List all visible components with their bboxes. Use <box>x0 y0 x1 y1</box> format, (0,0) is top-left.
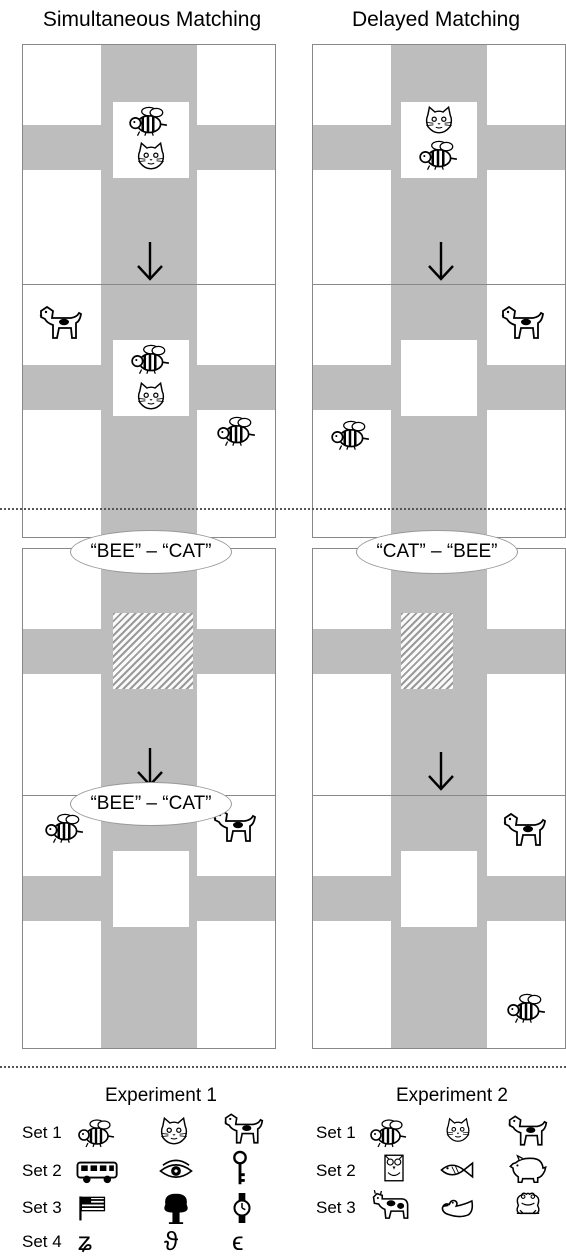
cat-icon <box>158 1116 190 1146</box>
bee-icon <box>215 415 257 447</box>
duck-icon <box>438 1194 478 1220</box>
set-label: Set 3 <box>22 1198 62 1218</box>
experiment-1-title: Experiment 1 <box>105 1085 217 1107</box>
delayed-test-panel <box>312 284 566 538</box>
simultaneous-verbal-test-panel <box>22 795 276 1049</box>
set-label: Set 2 <box>316 1161 356 1181</box>
bee-icon <box>329 419 371 451</box>
delayed-matching-title: Delayed Matching <box>296 8 566 32</box>
watch-icon <box>232 1190 252 1226</box>
section-divider <box>0 508 566 510</box>
symbol-glyph: ϑ <box>164 1228 178 1254</box>
bee-icon <box>129 343 171 375</box>
key-icon <box>230 1150 250 1188</box>
down-arrow-icon <box>135 240 165 282</box>
flag-icon <box>76 1194 108 1222</box>
speech-bubble: “CAT” – “BEE” <box>356 530 518 574</box>
set-label: Set 1 <box>22 1123 62 1143</box>
bee-icon <box>505 992 547 1024</box>
speech-bubble: “BEE” – “CAT” <box>70 782 232 826</box>
section-divider <box>0 1066 566 1068</box>
set-label: Set 4 <box>22 1232 62 1252</box>
bus-icon <box>74 1157 122 1185</box>
down-arrow-icon <box>426 746 456 796</box>
bee-icon <box>76 1118 116 1148</box>
simultaneous-test-panel <box>22 284 276 538</box>
pig-icon <box>508 1154 548 1184</box>
dog-icon <box>506 1112 550 1150</box>
tree-icon <box>160 1190 192 1226</box>
set-label: Set 2 <box>22 1161 62 1181</box>
experiment-2-title: Experiment 2 <box>396 1085 508 1107</box>
down-arrow-icon <box>426 240 456 282</box>
cow-icon <box>370 1188 412 1222</box>
bee-icon <box>127 105 169 137</box>
simultaneous-matching-title: Simultaneous Matching <box>12 8 292 32</box>
eye-icon <box>158 1158 194 1184</box>
bee-icon <box>368 1118 408 1148</box>
frog-icon <box>512 1188 544 1218</box>
fish-icon <box>438 1158 476 1182</box>
dog-icon <box>37 303 85 343</box>
cat-icon <box>135 381 167 411</box>
set-label: Set 3 <box>316 1198 356 1218</box>
cat-icon <box>135 141 167 171</box>
dog-icon <box>499 303 547 343</box>
speech-bubble: “BEE” – “CAT” <box>70 530 232 574</box>
cat-icon <box>444 1116 472 1144</box>
symbol-glyph: ϵ <box>232 1228 244 1254</box>
bee-icon <box>43 812 85 844</box>
owl-icon <box>382 1153 406 1183</box>
symbol-glyph: ʑ <box>78 1228 92 1254</box>
dog-icon <box>501 810 549 850</box>
bee-icon <box>417 139 459 171</box>
cat-icon <box>423 105 455 135</box>
delayed-verbal-test-panel <box>312 795 566 1049</box>
dog-icon <box>222 1110 266 1148</box>
set-label: Set 1 <box>316 1123 356 1143</box>
